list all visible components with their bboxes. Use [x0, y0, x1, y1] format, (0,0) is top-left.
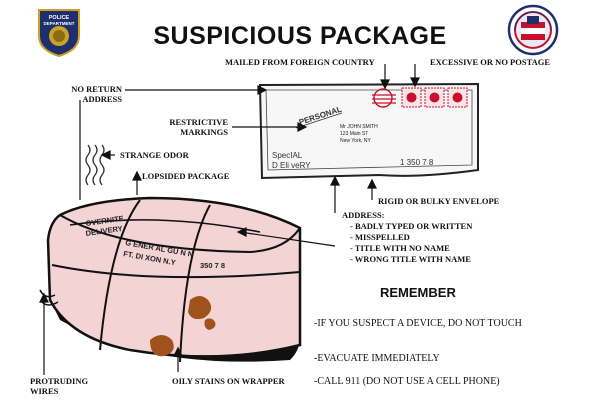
package: OVERNITE DELIVERY G ENER AL GU N N FT. D… [39, 196, 302, 363]
label-restrictive-line1: RESTRICTIVE [169, 117, 228, 127]
label-protruding-line2: WIRES [30, 386, 59, 396]
envelope-recipient-line3: New York, NY [340, 138, 372, 144]
envelope-special-line2: D Eli veRY [272, 161, 311, 170]
address-item-2: - MISSPELLED [350, 232, 410, 242]
label-protruding-line1: PROTRUDING [30, 376, 89, 386]
address-item-1: - BADLY TYPED OR WRITTEN [350, 221, 473, 231]
envelope-special-line1: SpecIAL [272, 151, 303, 160]
pointer-lines [39, 64, 420, 375]
address-warnings: ADDRESS: - BADLY TYPED OR WRITTEN - MISS… [342, 210, 472, 265]
odor-lines-icon [85, 144, 105, 186]
label-oily-stains: OILY STAINS ON WRAPPER [172, 376, 285, 386]
page-title: SUSPICIOUS PACKAGE [153, 22, 447, 50]
label-strange-odor: STRANGE ODOR [120, 150, 189, 160]
label-no-return-address: NO RETURN ADDRESS [60, 84, 122, 104]
envelope-recipient-line1: Mr JOHN SMITH [340, 124, 378, 130]
envelope: PERSONAL Mr JOHN SMITH 123 Main ST New Y… [258, 82, 479, 180]
address-item-3: - TITLE WITH NO NAME [350, 243, 450, 253]
tip-evacuate: -EVACUATE IMMEDIATELY [314, 353, 440, 364]
label-restrictive-line2: MARKINGS [180, 127, 228, 137]
tip-call-911: -CALL 911 (DO NOT USE A CELL PHONE) [314, 376, 500, 387]
remember-heading: REMEMBER [380, 285, 456, 300]
label-excessive-postage: EXCESSIVE OR NO POSTAGE [430, 57, 551, 67]
address-item-4: - WRONG TITLE WITH NAME [350, 254, 471, 264]
label-foreign-country: MAILED FROM FOREIGN COUNTRY [225, 57, 375, 67]
address-heading: ADDRESS: [342, 210, 385, 220]
label-lopsided-package: LOPSIDED PACKAGE [142, 171, 230, 181]
envelope-code: 1 350 7 8 [400, 158, 434, 167]
label-no-return-line2: ADDRESS [82, 94, 122, 104]
package-code: 350 7 8 [200, 261, 225, 270]
badge-text-line2: DEPARTMENT [44, 21, 75, 26]
label-restrictive-markings: RESTRICTIVE MARKINGS [160, 117, 228, 137]
badge-text-line1: POLICE [49, 15, 70, 21]
label-rigid-envelope: RIGID OR BULKY ENVELOPE [378, 196, 500, 206]
tip-do-not-touch: -IF YOU SUSPECT A DEVICE, DO NOT TOUCH [314, 318, 522, 329]
police-badge-icon: POLICE DEPARTMENT [38, 9, 80, 58]
label-no-return-line1: NO RETURN [71, 84, 122, 94]
postmark-icon [372, 88, 396, 108]
label-protruding-wires: PROTRUDING WIRES [30, 376, 88, 396]
envelope-recipient-line2: 123 Main ST [340, 131, 368, 137]
postage-stamps-icon [401, 87, 468, 108]
emergency-seal-icon [507, 4, 559, 56]
